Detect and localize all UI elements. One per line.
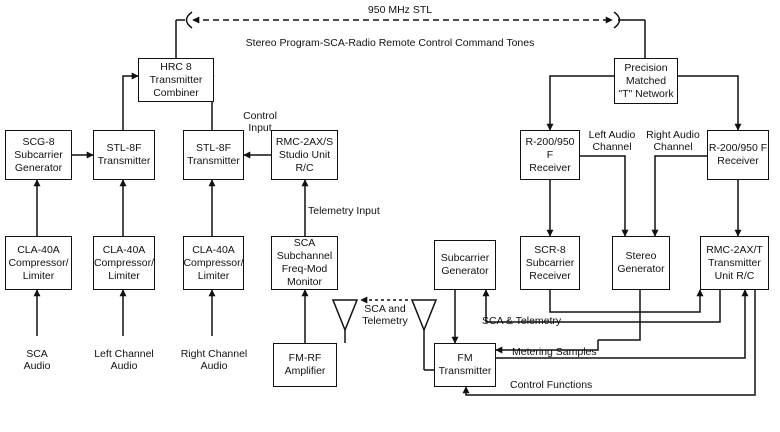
right-audio-channel-label: Right Audio Channel bbox=[646, 129, 700, 153]
control-functions-label: Control Functions bbox=[510, 379, 593, 391]
wire-t-to-r200-left bbox=[546, 75, 614, 131]
wire-right-audio-channel bbox=[651, 155, 707, 237]
rx-antenna-left-icon bbox=[331, 299, 359, 333]
rmc-2axt-transmitter-unit: RMC-2AX/T Transmitter Unit R/C bbox=[700, 236, 769, 290]
sca-telemetry-label: SCA & Telemetry bbox=[482, 315, 562, 327]
wire-metering bbox=[496, 289, 749, 359]
scr8-subcarrier-receiver: SCR-8 Subcarrier Receiver bbox=[520, 236, 580, 290]
stl-content-label: Stereo Program-SCA-Radio Remote Control … bbox=[245, 37, 535, 49]
rmc-2axs-studio-unit: RMC-2AX/S Studio Unit R/C bbox=[271, 130, 338, 180]
control-input-label: Control Input bbox=[243, 110, 277, 134]
tx-antenna-right-icon bbox=[410, 299, 438, 333]
fm-transmitter: FM Transmitter bbox=[434, 343, 496, 387]
sca-audio-label: SCA Audio bbox=[23, 348, 51, 372]
wire-rmct-out-1 bbox=[482, 289, 721, 323]
subcarrier-generator: Subcarrier Generator bbox=[434, 240, 496, 290]
wire-scr8-out bbox=[549, 289, 704, 313]
fm-rf-amplifier: FM-RF Amplifier bbox=[273, 343, 337, 387]
stl-dish-left-icon bbox=[185, 11, 193, 29]
wire-stl8f-left-to-hrc8 bbox=[122, 72, 139, 130]
scg8-subcarrier-generator: SCG-8 Subcarrier Generator bbox=[5, 130, 72, 180]
left-audio-channel-label: Left Audio Channel bbox=[588, 129, 636, 153]
cla40a-compressor-limiter-2: CLA-40A Compressor/ Limiter bbox=[93, 236, 155, 290]
stl-frequency-label: 950 MHz STL bbox=[367, 4, 433, 16]
metering-samples-label: Metering Samples bbox=[512, 346, 597, 358]
right-channel-audio-label: Right Channel Audio bbox=[180, 348, 248, 372]
precision-matched-t-network: Precision Matched "T" Network bbox=[614, 58, 678, 104]
r200-receiver-left: R-200/950 F Receiver bbox=[520, 130, 580, 180]
telemetry-input-label: Telemetry Input bbox=[308, 205, 380, 217]
wire-stereo-out bbox=[598, 290, 641, 341]
wire-stereo-to-fm bbox=[495, 340, 599, 354]
cla40a-compressor-limiter-1: CLA-40A Compressor/ Limiter bbox=[5, 236, 72, 290]
wire-left-audio-channel bbox=[580, 155, 629, 237]
cla40a-compressor-limiter-3: CLA-40A Compressor/ Limiter bbox=[183, 236, 244, 290]
stl8f-transmitter-left: STL-8F Transmitter bbox=[93, 130, 155, 180]
left-channel-audio-label: Left Channel Audio bbox=[94, 348, 154, 372]
wire-t-to-r200-right bbox=[678, 75, 742, 131]
wire-control-functions bbox=[462, 290, 756, 396]
r200-receiver-right: R-200/950 F Receiver bbox=[707, 130, 769, 180]
sca-subchannel-monitor: SCA Subchannel Freq-Mod Monitor bbox=[271, 236, 338, 290]
hrc8-transmitter-combiner: HRC 8 Transmitter Combiner bbox=[138, 58, 214, 102]
stl8f-transmitter-right: STL-8F Transmitter bbox=[183, 130, 244, 180]
stereo-generator: Stereo Generator bbox=[612, 236, 670, 290]
sca-and-telemetry-label: SCA and Telemetry bbox=[362, 303, 408, 327]
